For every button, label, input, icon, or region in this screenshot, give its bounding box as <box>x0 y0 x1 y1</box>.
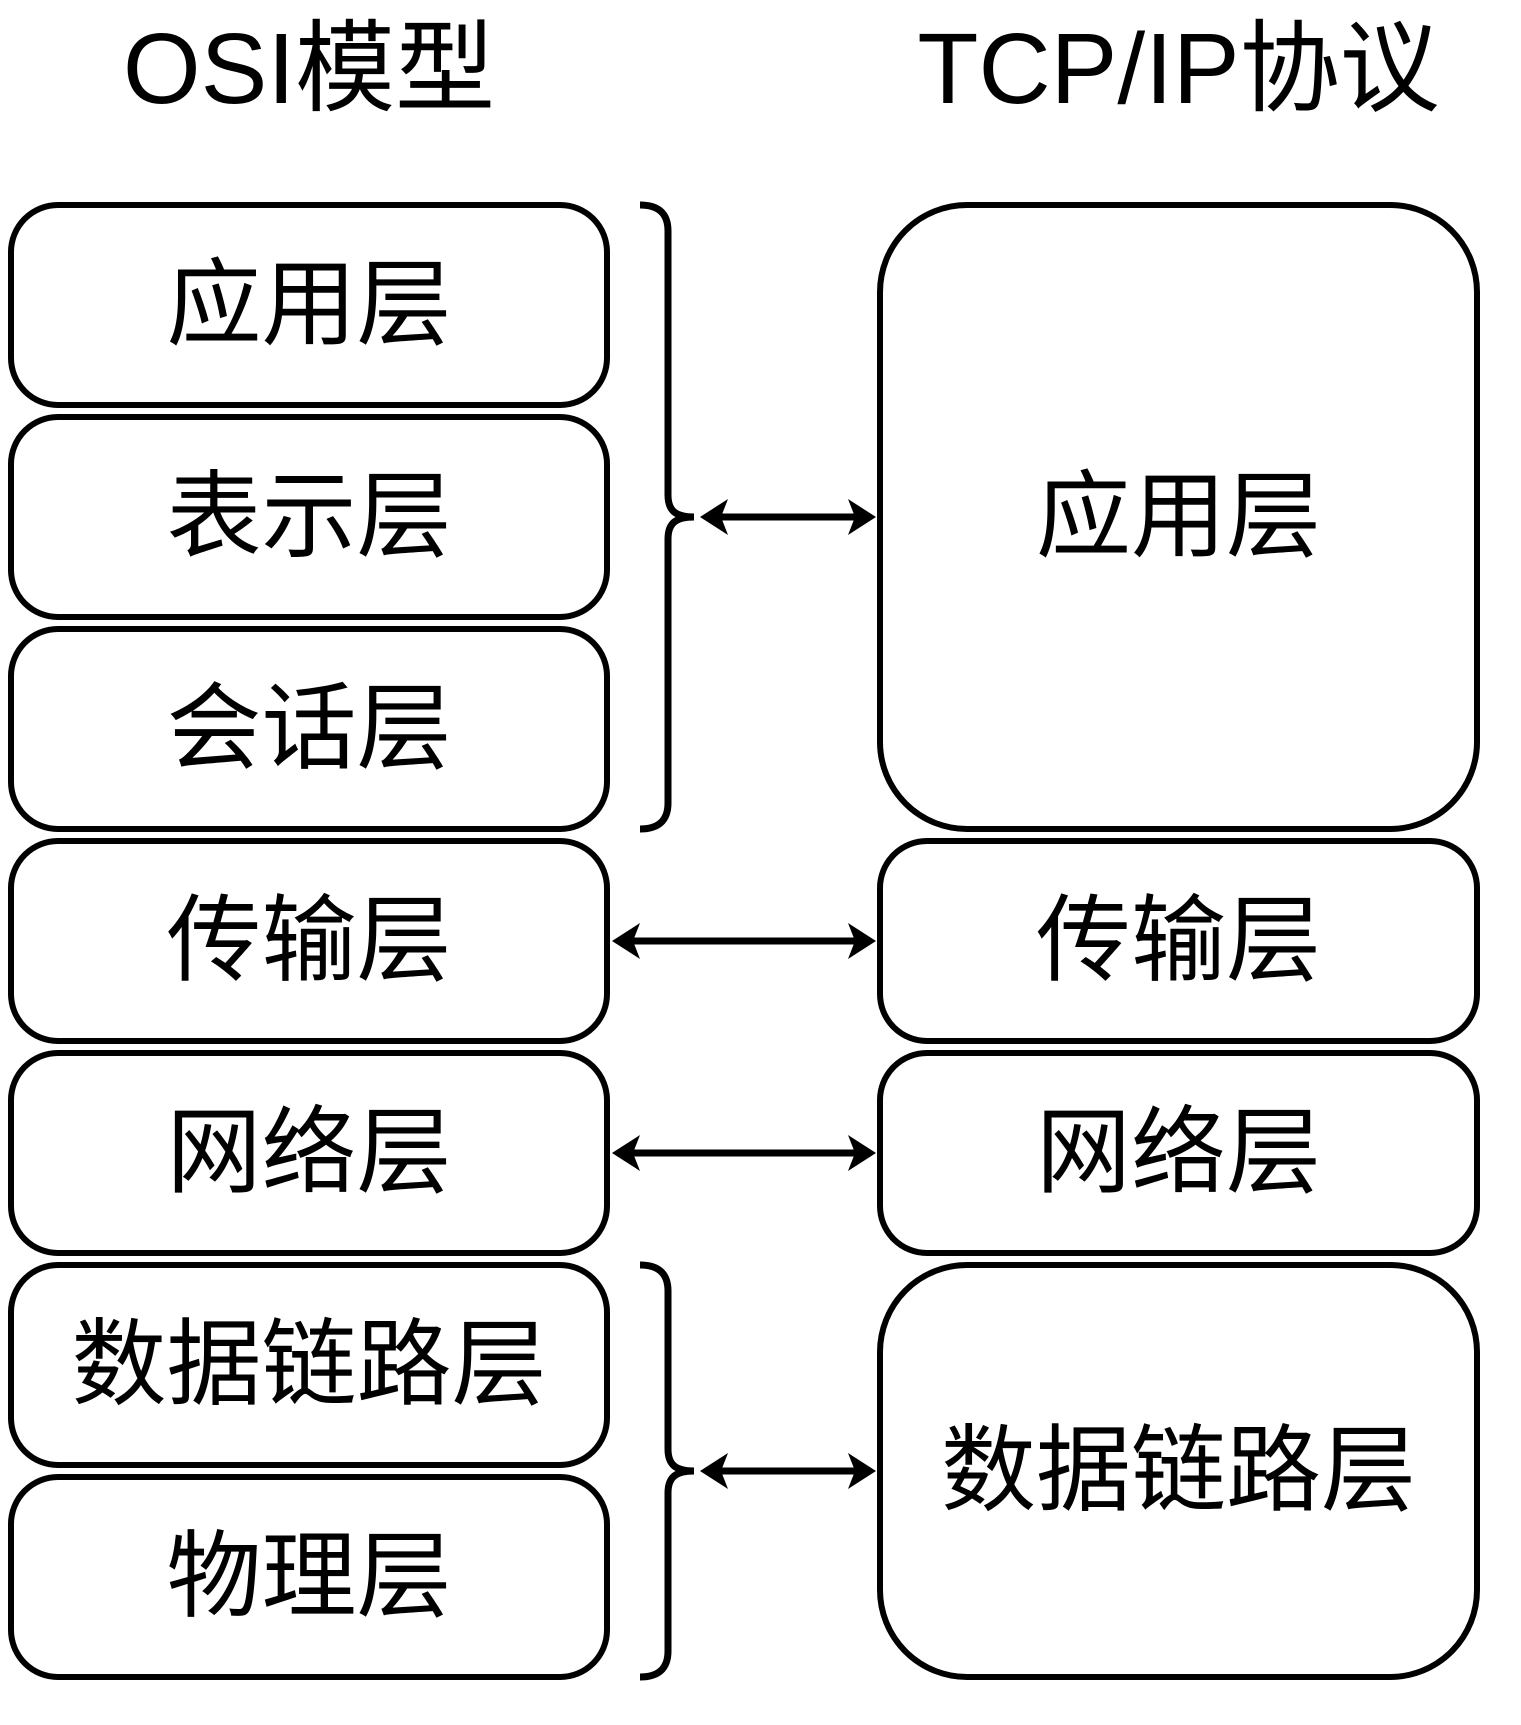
arrowhead-left-icon <box>700 499 728 535</box>
osi-column-title: OSI模型 <box>122 13 496 125</box>
osi-layer-application: 应用层 <box>8 202 610 408</box>
arrowhead-right-icon <box>848 923 876 959</box>
tcpip-layer-transport-label: 传输层 <box>1035 887 1321 994</box>
osi-layer-application-label: 应用层 <box>166 251 452 358</box>
tcpip-column-title: TCP/IP协议 <box>917 13 1440 125</box>
mapping-arrow-application <box>700 499 876 535</box>
brace-upper-osi-group <box>639 201 695 833</box>
tcpip-layer-network-label: 网络层 <box>1035 1099 1321 1206</box>
osi-layer-session-label: 会话层 <box>166 675 452 782</box>
osi-layer-session: 会话层 <box>8 626 610 832</box>
tcpip-layer-datalink-label: 数据链路层 <box>940 1417 1416 1524</box>
osi-layer-presentation: 表示层 <box>8 414 610 620</box>
arrowhead-left-icon <box>612 1135 640 1171</box>
osi-layer-datalink-label: 数据链路层 <box>71 1311 547 1418</box>
tcpip-layer-datalink: 数据链路层 <box>877 1262 1480 1680</box>
arrowhead-right-icon <box>848 1453 876 1489</box>
arrowhead-right-icon <box>848 1135 876 1171</box>
mapping-arrow-network <box>612 1135 876 1171</box>
osi-layer-physical: 物理层 <box>8 1474 610 1680</box>
tcpip-layer-transport: 传输层 <box>877 838 1480 1044</box>
tcpip-layer-application-label: 应用层 <box>1035 463 1321 570</box>
tcpip-layer-application: 应用层 <box>877 202 1480 832</box>
osi-layer-presentation-label: 表示层 <box>166 463 452 570</box>
brace-lower-osi-group <box>639 1261 695 1681</box>
mapping-arrow-datalink <box>700 1453 876 1489</box>
arrowhead-left-icon <box>612 923 640 959</box>
osi-layer-transport-label: 传输层 <box>166 887 452 994</box>
mapping-arrow-transport <box>612 923 876 959</box>
arrowhead-right-icon <box>848 499 876 535</box>
tcpip-layer-network: 网络层 <box>877 1050 1480 1256</box>
osi-layer-network-label: 网络层 <box>166 1099 452 1206</box>
osi-layer-network: 网络层 <box>8 1050 610 1256</box>
osi-layer-datalink: 数据链路层 <box>8 1262 610 1468</box>
arrowhead-left-icon <box>700 1453 728 1489</box>
osi-layer-physical-label: 物理层 <box>166 1523 452 1630</box>
osi-layer-transport: 传输层 <box>8 838 610 1044</box>
